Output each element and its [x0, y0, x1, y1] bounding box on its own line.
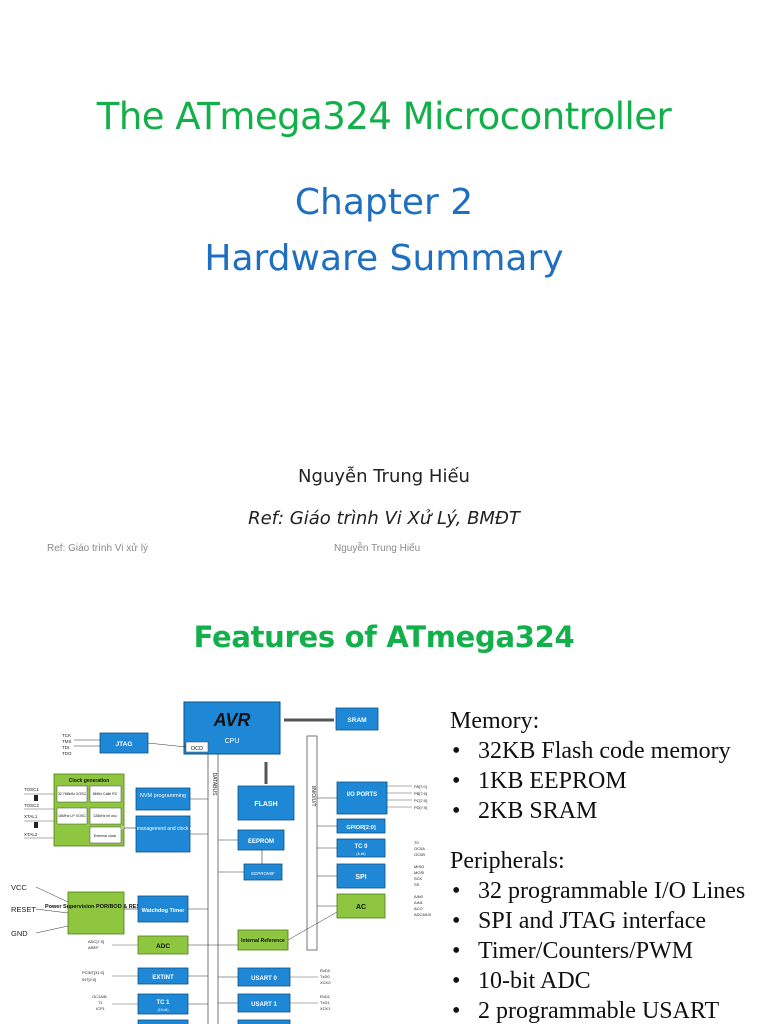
oc0a-pin: OC0A — [414, 846, 425, 851]
t0-pin: T0 — [414, 840, 419, 845]
footer-reference: Ref: Giáo trình Vi xử lý — [47, 543, 148, 554]
osc-16m: 16MHz LP XOSC — [58, 814, 86, 818]
presentation-title: The ATmega324 Microcontroller — [96, 95, 672, 138]
tdo-pin: TDO — [62, 751, 72, 756]
usart1-label: USART 1 — [251, 1002, 277, 1008]
tms-pin: TMS — [62, 739, 72, 744]
reset-pin: RESET — [11, 905, 36, 914]
txd1-pin: TxD1 — [320, 1000, 330, 1005]
osc-ext: External clock — [94, 834, 117, 838]
adcmux-pin: ADCMUX — [414, 912, 432, 917]
txd0-pin: TxD0 — [320, 974, 330, 979]
chapter-heading: Chapter 2 — [294, 182, 474, 223]
nvm-label: NVM programming — [140, 793, 186, 799]
mosi-pin: MOSI — [414, 870, 424, 875]
rxd0-pin: RxD0 — [320, 968, 331, 973]
pa-pins: PA[7:0] — [414, 784, 427, 789]
int-pins: INT[2:0] — [82, 977, 96, 982]
slide-title: The ATmega324 Microcontroller Chapter 2 … — [47, 95, 672, 554]
usart0-label: USART 0 — [251, 976, 277, 982]
flash-label: FLASH — [254, 801, 277, 808]
list-item: 1KB EEPROM — [450, 766, 768, 796]
spi-label: SPI — [355, 874, 366, 881]
peripherals-header: Peripherals: — [450, 848, 565, 874]
aco-pin: ACO — [414, 906, 423, 911]
miso-pin: MISO — [414, 864, 424, 869]
power-sup-label: Power Supervision POR/BOD & RESET — [45, 904, 148, 910]
aref-pin: AREF — [88, 945, 99, 950]
pb-pins: PB[7:0] — [414, 791, 427, 796]
rxd1-pin: RxD1 — [320, 994, 331, 999]
watchdog-label: Watchdog Timer — [142, 908, 186, 914]
gnd-pin: GND — [11, 929, 28, 938]
ss-pin: SS — [414, 882, 420, 887]
peripherals-list: 32 programmable I/O Lines SPI and JTAG i… — [450, 876, 768, 1024]
vcc-pin: VCC — [11, 883, 27, 892]
chapter-subtitle: Hardware Summary — [204, 238, 564, 279]
list-item: 32 programmable I/O Lines — [450, 876, 768, 906]
eeprom-label: EEPROM — [248, 839, 274, 845]
pd-pins: PD[7:0] — [414, 805, 427, 810]
list-item: Timer/Counters/PWM — [450, 936, 768, 966]
eeprom-if-label: EEPROMIF — [251, 871, 275, 876]
tc0-sub: (8-bit) — [356, 852, 365, 856]
power-mgmt-label: Power management and clock control — [121, 826, 205, 832]
ac-label: AC — [356, 904, 366, 911]
reference-line: Ref: Giáo trình Vi Xử Lý, BMĐT — [248, 508, 520, 529]
tc1-label: TC 1 — [156, 1000, 170, 1006]
tc0-label: TC 0 — [354, 844, 368, 850]
ain1-pin: AIN1 — [414, 900, 424, 905]
t1-pin: T1 — [98, 1000, 103, 1005]
adc-pins: ADC[7:0] — [88, 939, 104, 944]
list-item: 2 programmable USART — [450, 996, 768, 1024]
io-ports-label: I/O PORTS — [347, 792, 377, 798]
author-name: Nguyễn Trung Hiếu — [298, 466, 470, 487]
list-item: 32KB Flash code memory — [450, 736, 768, 766]
pcint-pins: PCINT[31:0] — [82, 970, 104, 975]
xtal2-pin: XTAL2 — [24, 832, 38, 837]
memory-list: 32KB Flash code memory 1KB EEPROM 2KB SR… — [450, 736, 768, 826]
tosc2-pin: TOSC2 — [24, 803, 39, 808]
pc-pins: PC[7:0] — [414, 798, 427, 803]
list-item: 10-bit ADC — [450, 966, 768, 996]
extint-label: EXTINT — [152, 975, 174, 981]
list-item: SPI and JTAG interface — [450, 906, 768, 936]
adc-label: ADC — [156, 943, 170, 950]
memory-header: Memory: — [450, 708, 540, 734]
xtal1-pin: XTAL1 — [24, 814, 38, 819]
features-title: Features of ATmega324 — [193, 620, 575, 654]
gpior-label: GPIOR[2:0] — [346, 825, 376, 831]
block-diagram: DATABUS I/N/O/U/T AVR CPU OCD SRAM JTAG … — [11, 701, 432, 1024]
sram-label: SRAM — [347, 717, 366, 724]
footer-author: Nguyễn Trung Hiếu — [334, 543, 421, 554]
sck-pin: SCK — [414, 876, 423, 881]
tdi-pin: TDI — [62, 745, 69, 750]
tck-pin: TCK — [62, 733, 71, 738]
tc1-sub: (16-bit) — [157, 1008, 168, 1012]
xck1-pin: XCK1 — [320, 1006, 331, 1011]
osc-8m: 8MHz Calib RC — [93, 792, 118, 796]
io-bus-label: I/N/O/U/T — [310, 785, 316, 806]
databus-label: DATABUS — [211, 773, 217, 797]
osc-32k: 32.768kHz XOSC — [58, 792, 87, 796]
clock-gen-label: Clock generation — [69, 778, 110, 784]
cpu-label: CPU — [225, 738, 240, 745]
internal-ref-label: Internal Reference — [241, 938, 285, 944]
xck0-pin: XCK0 — [320, 980, 331, 985]
ocd-label: OCD — [191, 746, 203, 752]
features-list: Memory: 32KB Flash code memory 1KB EEPRO… — [450, 706, 768, 1024]
icp1-pin: ICP1 — [96, 1006, 106, 1011]
list-item: 2KB SRAM — [450, 796, 768, 826]
tosc1-pin: TOSC1 — [24, 787, 39, 792]
oc1ab-pin: OC1A/B — [92, 994, 107, 999]
oc0b-pin: OC0B — [414, 852, 425, 857]
jtag-label: JTAG — [116, 741, 133, 748]
avr-logo: AVR — [213, 710, 251, 730]
osc-128k: 128kHz int osc — [93, 814, 117, 818]
slide-features: Features of ATmega324 DATABUS I/N/O/U/T … — [0, 576, 768, 1024]
ain0-pin: AIN0 — [414, 894, 424, 899]
